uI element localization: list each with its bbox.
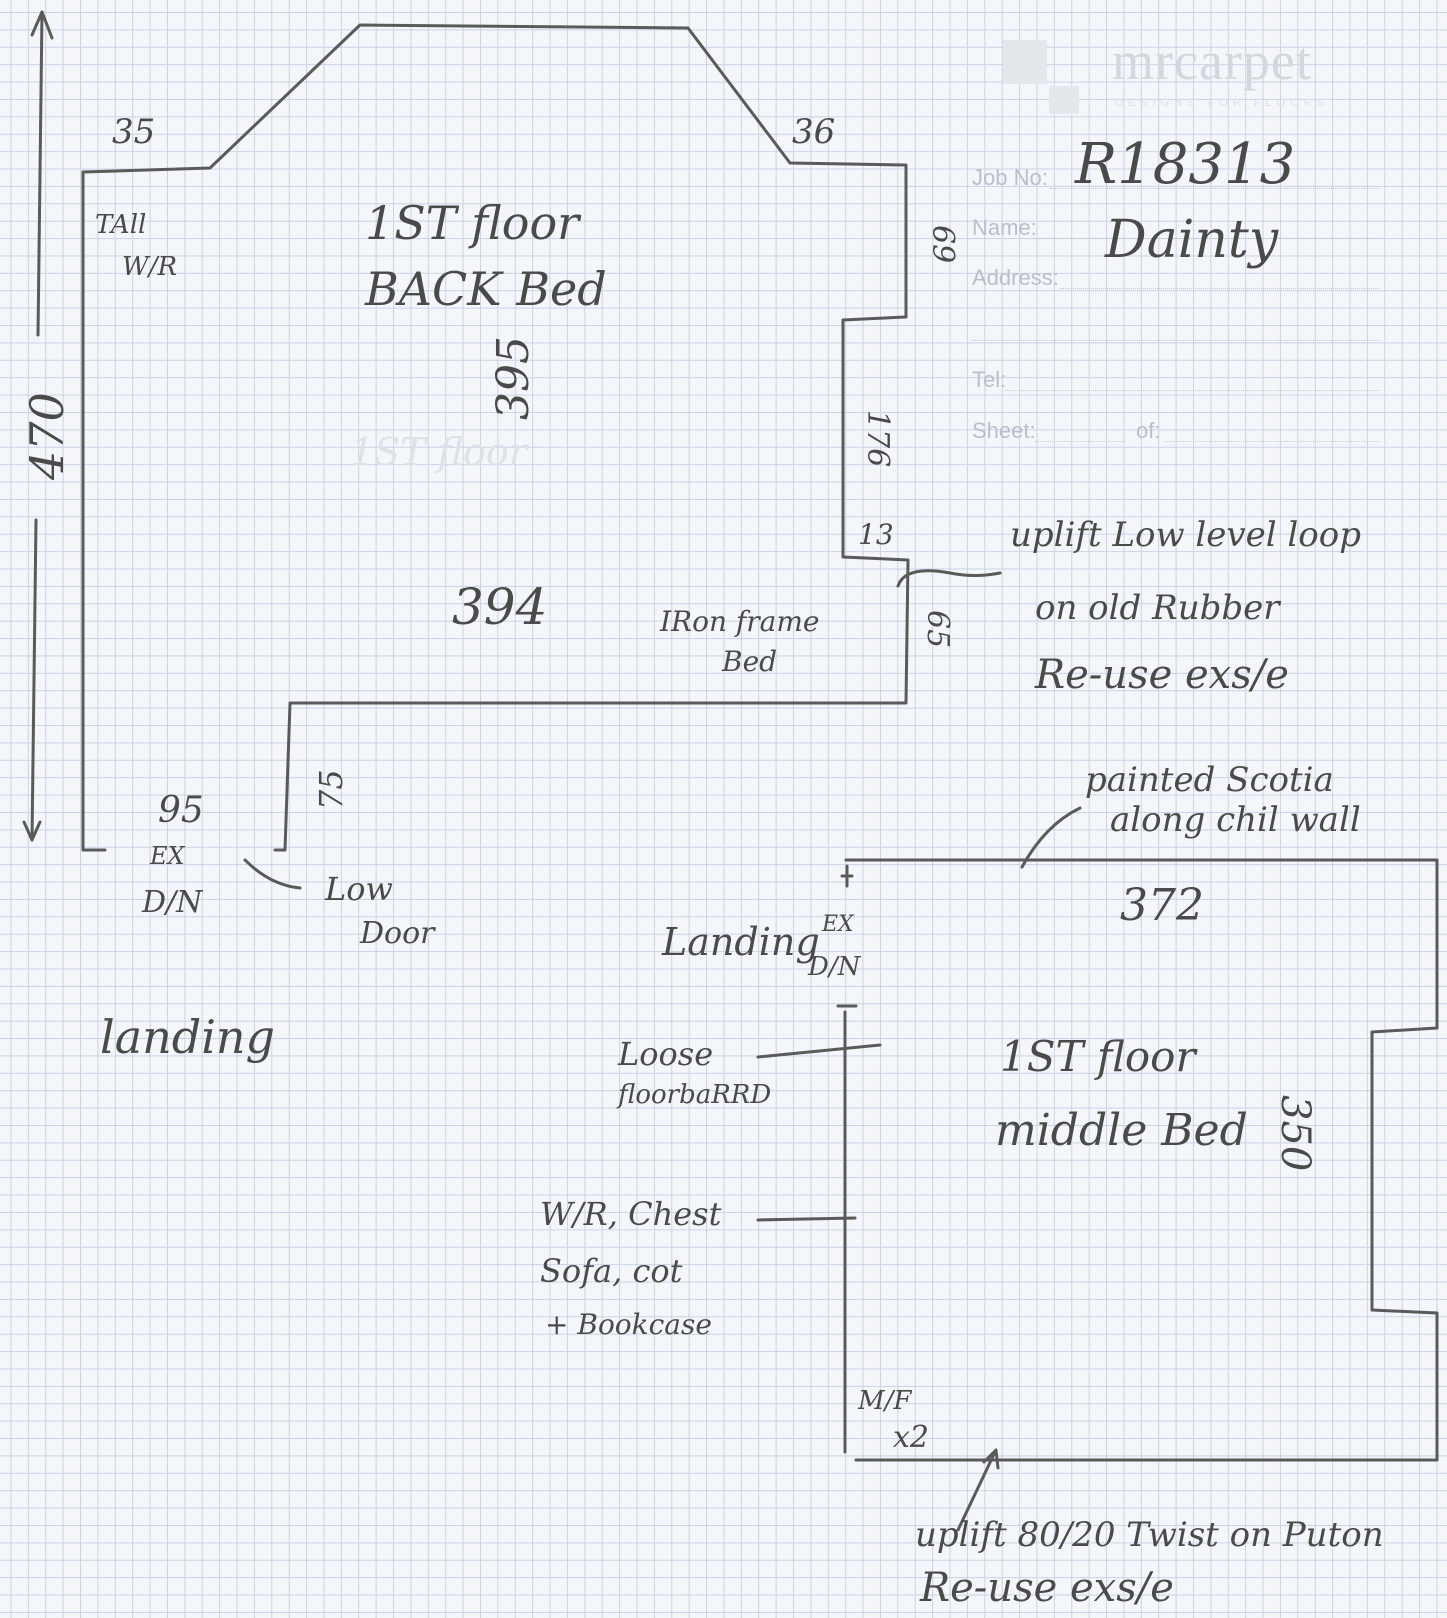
middle-bed-title-line1: 1ST floor bbox=[1000, 1032, 1196, 1081]
tel-label: Tel: bbox=[972, 367, 1007, 392]
sheet-line bbox=[1035, 441, 1125, 442]
dim-right-upper: 69 bbox=[925, 225, 960, 264]
door-swing-arc bbox=[243, 858, 302, 890]
low-door-line1: Low bbox=[325, 870, 393, 908]
back-bed-note-line1: uplift Low level loop bbox=[1010, 515, 1362, 555]
middle-note-leader bbox=[956, 1450, 997, 1532]
dim-door-wall: 75 bbox=[312, 769, 350, 810]
of-label: of: bbox=[1136, 418, 1161, 443]
furniture-line3: + Bookcase bbox=[545, 1308, 712, 1341]
low-door-line2: Door bbox=[360, 916, 435, 951]
logo-square-large bbox=[1003, 40, 1047, 84]
middle-bed-note-line2: Re-use exs/e bbox=[920, 1565, 1174, 1611]
dim-top-right: 36 bbox=[792, 112, 836, 152]
note-leader-back bbox=[896, 569, 1002, 588]
job-no-label: Job No: bbox=[972, 165, 1048, 190]
furniture-line1: W/R, Chest bbox=[540, 1195, 722, 1233]
address-line-2 bbox=[972, 340, 1380, 341]
middle-bed-title-line2: middle Bed bbox=[995, 1105, 1248, 1156]
landing-label: landing bbox=[100, 1010, 275, 1064]
tall-wardrobe-line2: W/R bbox=[122, 252, 178, 282]
scotia-note-line2: along chil wall bbox=[1110, 800, 1361, 840]
brand-tagline: DESIGNS FOR FLOORS bbox=[1115, 97, 1330, 109]
back-bed-ghost-text: 1ST floor bbox=[350, 430, 527, 474]
middle-bed-outline bbox=[844, 858, 1439, 1462]
mf-line2: x2 bbox=[893, 1420, 930, 1455]
back-bed-note-line2: on old Rubber bbox=[1035, 588, 1280, 628]
sheet-label: Sheet: bbox=[972, 418, 1036, 443]
scotia-note-line1: painted Scotia bbox=[1085, 760, 1334, 800]
middle-landing-ex: EX bbox=[822, 912, 854, 937]
middle-dim-width: 372 bbox=[1120, 880, 1204, 931]
name-label: Name: bbox=[972, 215, 1037, 240]
mf-line1: M/F bbox=[858, 1386, 912, 1416]
tel-line bbox=[1005, 390, 1380, 391]
furniture-leader bbox=[756, 1216, 857, 1222]
back-bed-outline bbox=[81, 23, 910, 852]
address-label: Address: bbox=[972, 265, 1059, 290]
back-bed-title-line2: BACK Bed bbox=[365, 262, 607, 316]
dim-right-lower: 65 bbox=[920, 610, 955, 649]
dim-depth: 395 bbox=[488, 336, 539, 420]
middle-dim-depth: 350 bbox=[1272, 1095, 1318, 1172]
loose-floorboard-line2: floorbaRRD bbox=[618, 1080, 772, 1110]
of-line bbox=[1165, 441, 1380, 442]
logo-square-small bbox=[1049, 86, 1079, 114]
door-ex: EX bbox=[150, 842, 185, 870]
arrow-head-bottom bbox=[22, 820, 42, 842]
tall-wardrobe-line1: TAll bbox=[95, 210, 147, 240]
dim-recess: 176 bbox=[860, 410, 895, 468]
back-bed-note-line3: Re-use exs/e bbox=[1035, 652, 1289, 698]
brand-logo: mrcarpet bbox=[1112, 31, 1312, 91]
address-line bbox=[1060, 288, 1380, 289]
door-width: 95 bbox=[158, 790, 204, 831]
furniture-line2: Sofa, cot bbox=[540, 1252, 683, 1290]
arrow-head-top bbox=[30, 10, 54, 40]
middle-bed-note-line1: uplift 80/20 Twist on Puton bbox=[915, 1515, 1384, 1555]
middle-landing-dn: D/N bbox=[808, 952, 861, 982]
job-no-line bbox=[1050, 188, 1380, 189]
dim-overall-height: 470 bbox=[20, 392, 74, 480]
scotia-leader bbox=[1020, 806, 1082, 869]
height-arrow-lower bbox=[30, 518, 38, 842]
height-arrow-upper bbox=[36, 10, 44, 337]
loose-floorboard-line1: Loose bbox=[618, 1035, 714, 1073]
middle-landing-label: Landing bbox=[662, 920, 820, 964]
middle-note-arrowhead bbox=[982, 1448, 1000, 1470]
back-bed-title-line1: 1ST floor bbox=[365, 196, 580, 250]
name-line bbox=[1035, 238, 1380, 239]
dim-recess-small: 13 bbox=[858, 518, 894, 551]
dim-top-left: 35 bbox=[112, 112, 156, 152]
door-dn: D/N bbox=[142, 885, 203, 920]
customer-name-handwritten: Dainty bbox=[1105, 210, 1279, 270]
iron-frame-bed-line1: IRon frame bbox=[660, 605, 820, 638]
dim-width: 394 bbox=[452, 578, 548, 636]
iron-frame-bed-line2: Bed bbox=[722, 645, 778, 678]
loose-floorboard-leader bbox=[756, 1043, 882, 1059]
job-number-handwritten: R18313 bbox=[1075, 132, 1296, 197]
